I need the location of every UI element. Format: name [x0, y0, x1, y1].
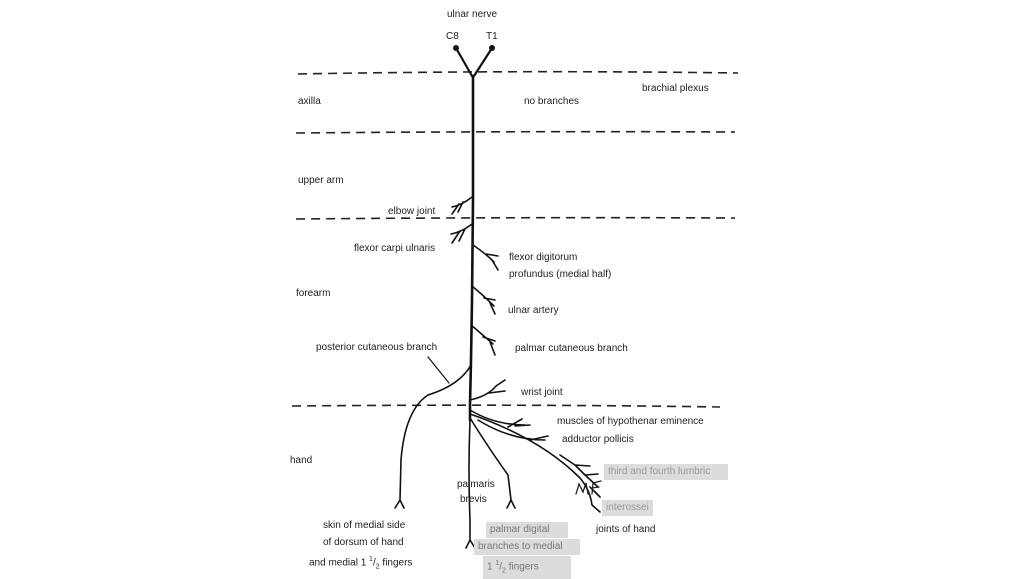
label-skin-line3: and medial 1 1/2 fingers	[309, 556, 413, 571]
root-t1-dot	[489, 45, 495, 51]
digital-line3-post: fingers	[508, 561, 539, 573]
region-hand: hand	[290, 455, 313, 466]
label-palmaris-line2: brevis	[460, 494, 487, 505]
label-lumbricals: third and fourth lumbric	[604, 464, 728, 480]
label-wrist-joint: wrist joint	[521, 387, 563, 398]
main-trunk	[468, 74, 475, 422]
branch-deep-adductor	[477, 419, 549, 441]
branch-posterior-cutaneous	[394, 364, 472, 509]
boundary-elbow	[295, 216, 736, 220]
skin-line3-pre: and medial 1	[309, 557, 367, 569]
label-palmar-cutaneous: palmar cutaneous branch	[515, 343, 628, 354]
branch-fdp	[472, 244, 499, 271]
label-joints-of-hand: joints of hand	[596, 524, 656, 535]
region-forearm: forearm	[296, 288, 331, 299]
label-skin-line2: of dorsum of hand	[323, 537, 404, 548]
root-c8-dot	[453, 45, 459, 51]
skin-line3-sup: 1	[369, 556, 373, 563]
root-t1-label: T1	[486, 31, 498, 42]
digital-line3-sub: 2	[502, 567, 506, 575]
root-t1-line	[472, 46, 494, 78]
label-fdp-line1: flexor digitorum	[509, 252, 578, 263]
posterior-pointer	[427, 356, 450, 384]
label-adductor-pollicis: adductor pollicis	[562, 434, 634, 445]
digital-line3-sup: 1	[495, 560, 500, 567]
note-brachial-plexus: brachial plexus	[642, 83, 709, 94]
root-c8-line	[454, 46, 474, 78]
label-digital-line2: branches to medial	[474, 539, 580, 555]
root-c8-label: C8	[446, 31, 459, 42]
boundary-wrist	[291, 404, 721, 408]
label-elbow-joint: elbow joint	[388, 206, 436, 217]
branch-palmar-cutaneous	[470, 324, 496, 356]
signature-mf	[575, 480, 602, 495]
label-digital-line1: palmar digital	[486, 522, 568, 538]
branch-palmaris-brevis	[469, 417, 516, 509]
digital-line3-pre: 1	[487, 561, 493, 573]
note-no-branches: no branches	[524, 96, 580, 107]
branch-flexor-carpi-ulnaris	[450, 223, 473, 244]
branch-deep-lumbricals	[469, 413, 601, 513]
diagram-title: ulnar nerve	[447, 9, 498, 20]
branch-elbow-joint	[451, 196, 473, 215]
label-interossei: interossei	[602, 500, 653, 516]
boundary-axilla-upper-arm	[295, 130, 736, 134]
label-palmaris-line1: palmaris	[457, 479, 495, 490]
label-flexor-carpi-ulnaris: flexor carpi ulnaris	[354, 243, 436, 254]
skin-line3-sub: 2	[375, 563, 380, 571]
branch-wrist-joint	[469, 379, 506, 401]
skin-line3-post: fingers	[382, 557, 413, 569]
branch-ulnar-artery	[471, 285, 496, 315]
label-skin-line1: skin of medial side	[323, 520, 406, 531]
label-digital-line3: 1 1/2 fingers	[483, 556, 571, 579]
label-posterior-cutaneous: posterior cutaneous branch	[316, 342, 438, 353]
label-hypothenar: muscles of hypothenar eminence	[557, 416, 704, 427]
boundary-brachial-plexus	[297, 70, 739, 75]
label-ulnar-artery: ulnar artery	[508, 305, 559, 316]
region-upper-arm: upper arm	[298, 175, 344, 186]
branch-deep-hypothenar	[469, 409, 531, 428]
region-axilla: axilla	[298, 96, 321, 107]
label-fdp-line2: profundus (medial half)	[509, 269, 612, 280]
